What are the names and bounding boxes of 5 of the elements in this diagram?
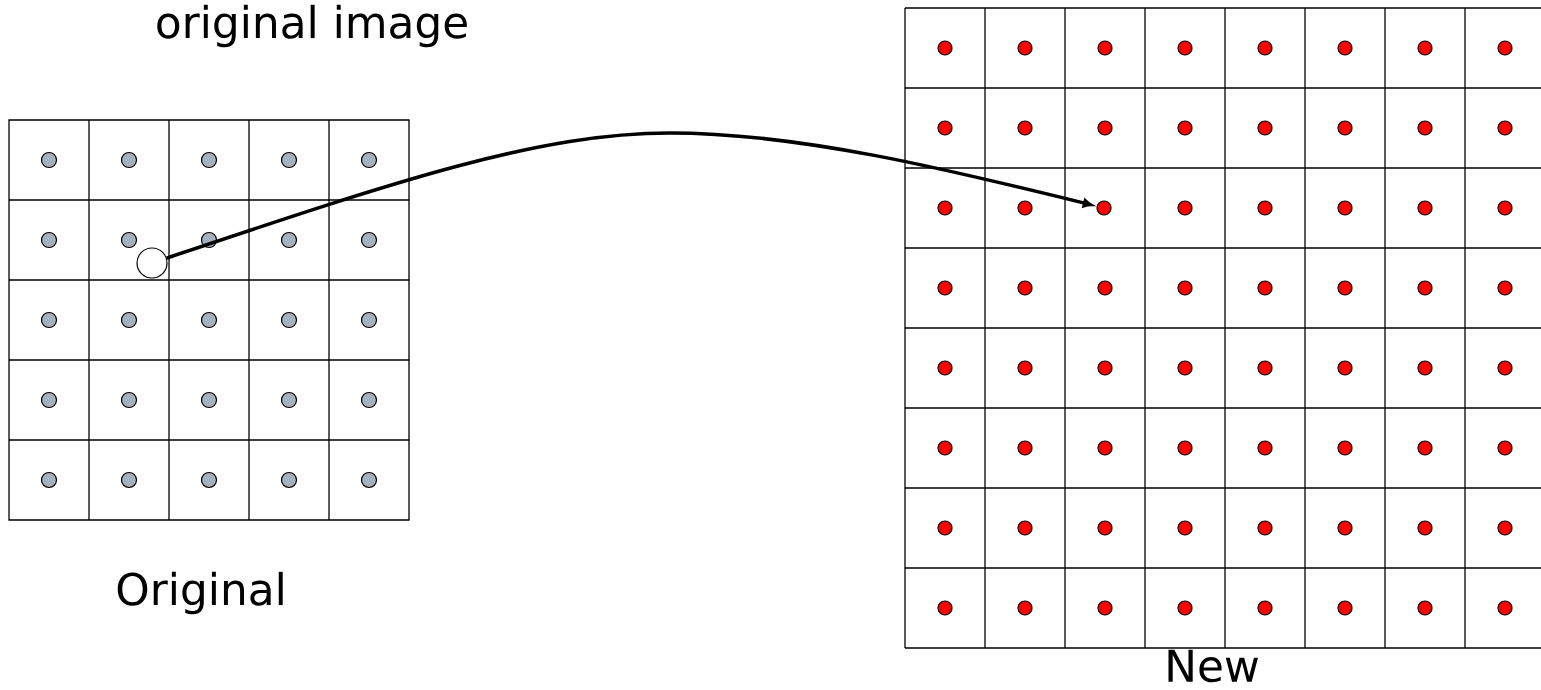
source-pixel-circle [136, 247, 168, 279]
caption-text: original image [157, 4, 467, 48]
caption-text: Original [117, 571, 283, 615]
caption-text: New [1168, 649, 1258, 683]
target-pixel-dot [1096, 200, 1112, 216]
